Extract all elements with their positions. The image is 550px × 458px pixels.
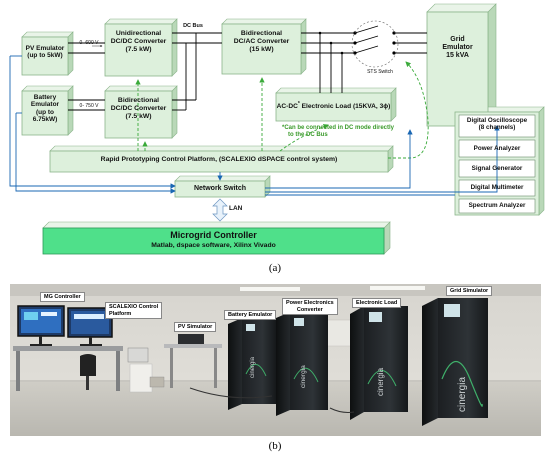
brand-text-3: cinergia bbox=[376, 367, 385, 396]
photo-label-pv-simulator: PV Simulator bbox=[174, 322, 217, 332]
battery-voltage-label: 0- 750 V bbox=[79, 103, 99, 109]
pv-emulator-label: PV Emulator(up to 5kW) bbox=[25, 45, 65, 60]
electronic-load-label: AC-DC* Electronic Load (15KVA, 3ϕ) bbox=[276, 101, 391, 111]
dc-bus-label: DC Bus bbox=[183, 23, 203, 29]
microgrid-controller-title: Microgrid Controller bbox=[170, 230, 257, 240]
lan-label: LAN bbox=[229, 205, 243, 212]
spectrum-analyzer-label: Spectrum Analyzer bbox=[468, 202, 526, 209]
photo-label-mg-controller: MG Controller bbox=[40, 292, 85, 302]
photo-label-battery-emulator: Battery Emulator bbox=[224, 310, 277, 320]
caption-a: (a) bbox=[268, 262, 282, 274]
lan-arrow bbox=[212, 198, 228, 222]
power-analyzer-label: Power Analyzer bbox=[473, 145, 521, 152]
electronic-load-cabinet bbox=[350, 306, 408, 420]
digital-multimeter-label: Digital Multimeter bbox=[470, 184, 524, 191]
photo-label-electronic-load: Electronic Load bbox=[352, 298, 402, 308]
grid-emulator-box bbox=[426, 11, 489, 127]
photo-label-grid-simulator: Grid Simulator bbox=[446, 286, 493, 296]
battery-emulator-box bbox=[21, 90, 69, 136]
bidirectional-dcdc-box bbox=[104, 90, 173, 139]
network-switch-label: Network Switch bbox=[193, 185, 247, 192]
caption-b: (b) bbox=[268, 440, 282, 452]
electronic-load-box bbox=[275, 92, 392, 122]
bidirectional-dcac-box bbox=[221, 23, 302, 75]
spectrum-analyzer-box bbox=[458, 198, 536, 214]
brand-text-2: cinergia bbox=[300, 365, 307, 388]
power-converter-cabinet bbox=[276, 312, 328, 416]
system-diagram bbox=[9, 3, 545, 255]
signal-generator-label: Signal Generator bbox=[471, 165, 523, 172]
sts-switch-label: STS Switch bbox=[367, 69, 393, 75]
microgrid-controller-software: Matlab, dspace software, Xilinx Vivado bbox=[151, 242, 276, 249]
lab-photo-drawing bbox=[10, 284, 541, 436]
microgrid-controller-box bbox=[42, 227, 385, 255]
rcp-platform-box bbox=[49, 150, 389, 173]
rcp-platform-label: Rapid Prototyping Control Platform, (SCA… bbox=[100, 156, 338, 163]
pv-emulator-box bbox=[21, 36, 69, 76]
brand-text-4: cinergia bbox=[457, 376, 468, 412]
brand-text-1: cinergia bbox=[250, 356, 256, 378]
lab-photo: cinergia cinergia cinergia cinergia MG C… bbox=[10, 284, 541, 436]
sts-switch-outline bbox=[351, 20, 399, 68]
pv-voltage-label: 0- 600 V bbox=[79, 40, 99, 46]
battery-emulator-cabinet bbox=[228, 318, 276, 410]
oscilloscope-label: Digital Oscilloscope(8 channels) bbox=[466, 117, 528, 132]
grid-simulator-cabinet bbox=[422, 298, 488, 426]
unidirectional-dcdc-box bbox=[104, 23, 173, 77]
